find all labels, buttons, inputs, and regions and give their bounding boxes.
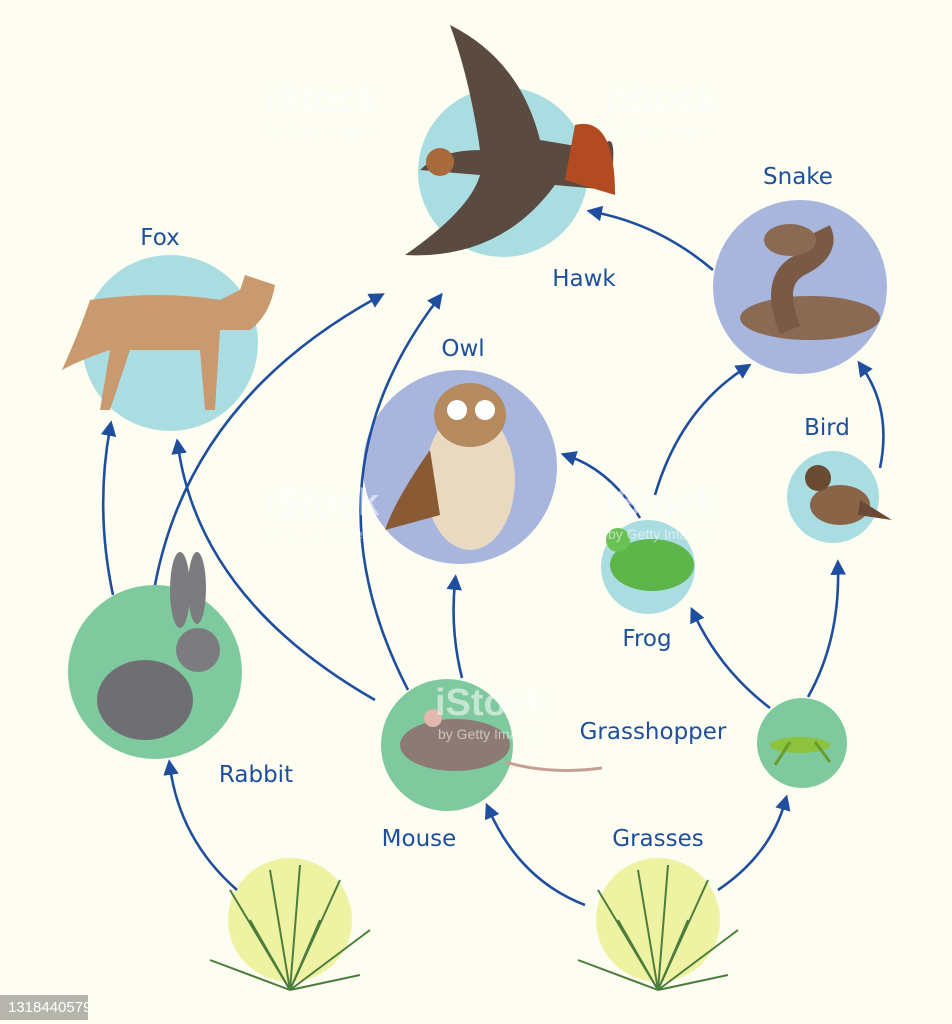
arrow-mouse-hawk bbox=[359, 292, 443, 691]
grasses-right-illustration bbox=[577, 864, 739, 991]
label-bird: Bird bbox=[804, 415, 850, 441]
arrow-grasses-grasshopper bbox=[717, 794, 791, 892]
snake-illustration bbox=[740, 224, 880, 340]
svg-text:iStock: iStock bbox=[435, 682, 550, 724]
bird-illustration bbox=[805, 465, 892, 525]
arrows bbox=[100, 205, 885, 907]
svg-text:by Getty Images: by Getty Images bbox=[268, 526, 370, 542]
svg-text:iStock: iStock bbox=[605, 482, 720, 524]
svg-text:iStock: iStock bbox=[265, 482, 380, 524]
svg-text:by Getty Images: by Getty Images bbox=[438, 726, 540, 742]
fox-illustration bbox=[62, 275, 275, 410]
image-id-badge: 1318440579 bbox=[0, 995, 91, 1020]
arrow-grasshopper-frog bbox=[690, 606, 771, 710]
svg-text:iStock: iStock bbox=[605, 79, 720, 121]
arrow-mouse-fox bbox=[171, 438, 376, 702]
label-rabbit: Rabbit bbox=[219, 762, 293, 788]
arrow-frog-owl bbox=[560, 451, 642, 519]
label-owl: Owl bbox=[441, 336, 484, 362]
label-snake: Snake bbox=[763, 164, 833, 190]
arrow-mouse-owl bbox=[446, 574, 464, 679]
grasses-left-illustration bbox=[209, 864, 371, 991]
arrow-snake-hawk bbox=[586, 205, 714, 271]
arrow-grasses-rabbit bbox=[163, 759, 238, 891]
svg-text:by Getty Images: by Getty Images bbox=[268, 123, 370, 139]
grasses-left-circle bbox=[228, 858, 352, 982]
hawk-illustration bbox=[405, 25, 615, 256]
arrow-grasshopper-bird bbox=[806, 559, 847, 698]
rabbit-illustration bbox=[97, 552, 220, 740]
label-frog: Frog bbox=[622, 626, 671, 652]
svg-text:by Getty Images: by Getty Images bbox=[608, 123, 710, 139]
arrow-rabbit-fox bbox=[100, 420, 117, 596]
svg-text:by Getty Images: by Getty Images bbox=[608, 526, 710, 542]
arrow-bird-snake bbox=[857, 360, 885, 469]
svg-text:iStock: iStock bbox=[265, 79, 380, 121]
label-hawk: Hawk bbox=[552, 266, 616, 292]
arrow-rabbit-hawk bbox=[153, 293, 385, 586]
label-fox: Fox bbox=[140, 225, 179, 251]
grasshopper-illustration bbox=[770, 737, 832, 766]
label-grasshopper: Grasshopper bbox=[580, 719, 727, 745]
arrow-frog-snake bbox=[653, 363, 752, 496]
label-mouse: Mouse bbox=[382, 826, 457, 852]
arrow-grasses-mouse bbox=[485, 802, 586, 907]
frog-illustration bbox=[606, 528, 694, 591]
mouse-illustration bbox=[400, 709, 603, 772]
watermark: iStock by Getty Images iStock by Getty I… bbox=[265, 79, 720, 742]
label-grasses: Grasses bbox=[612, 826, 703, 852]
owl-illustration bbox=[385, 383, 515, 550]
grasses-right-circle bbox=[596, 858, 720, 982]
